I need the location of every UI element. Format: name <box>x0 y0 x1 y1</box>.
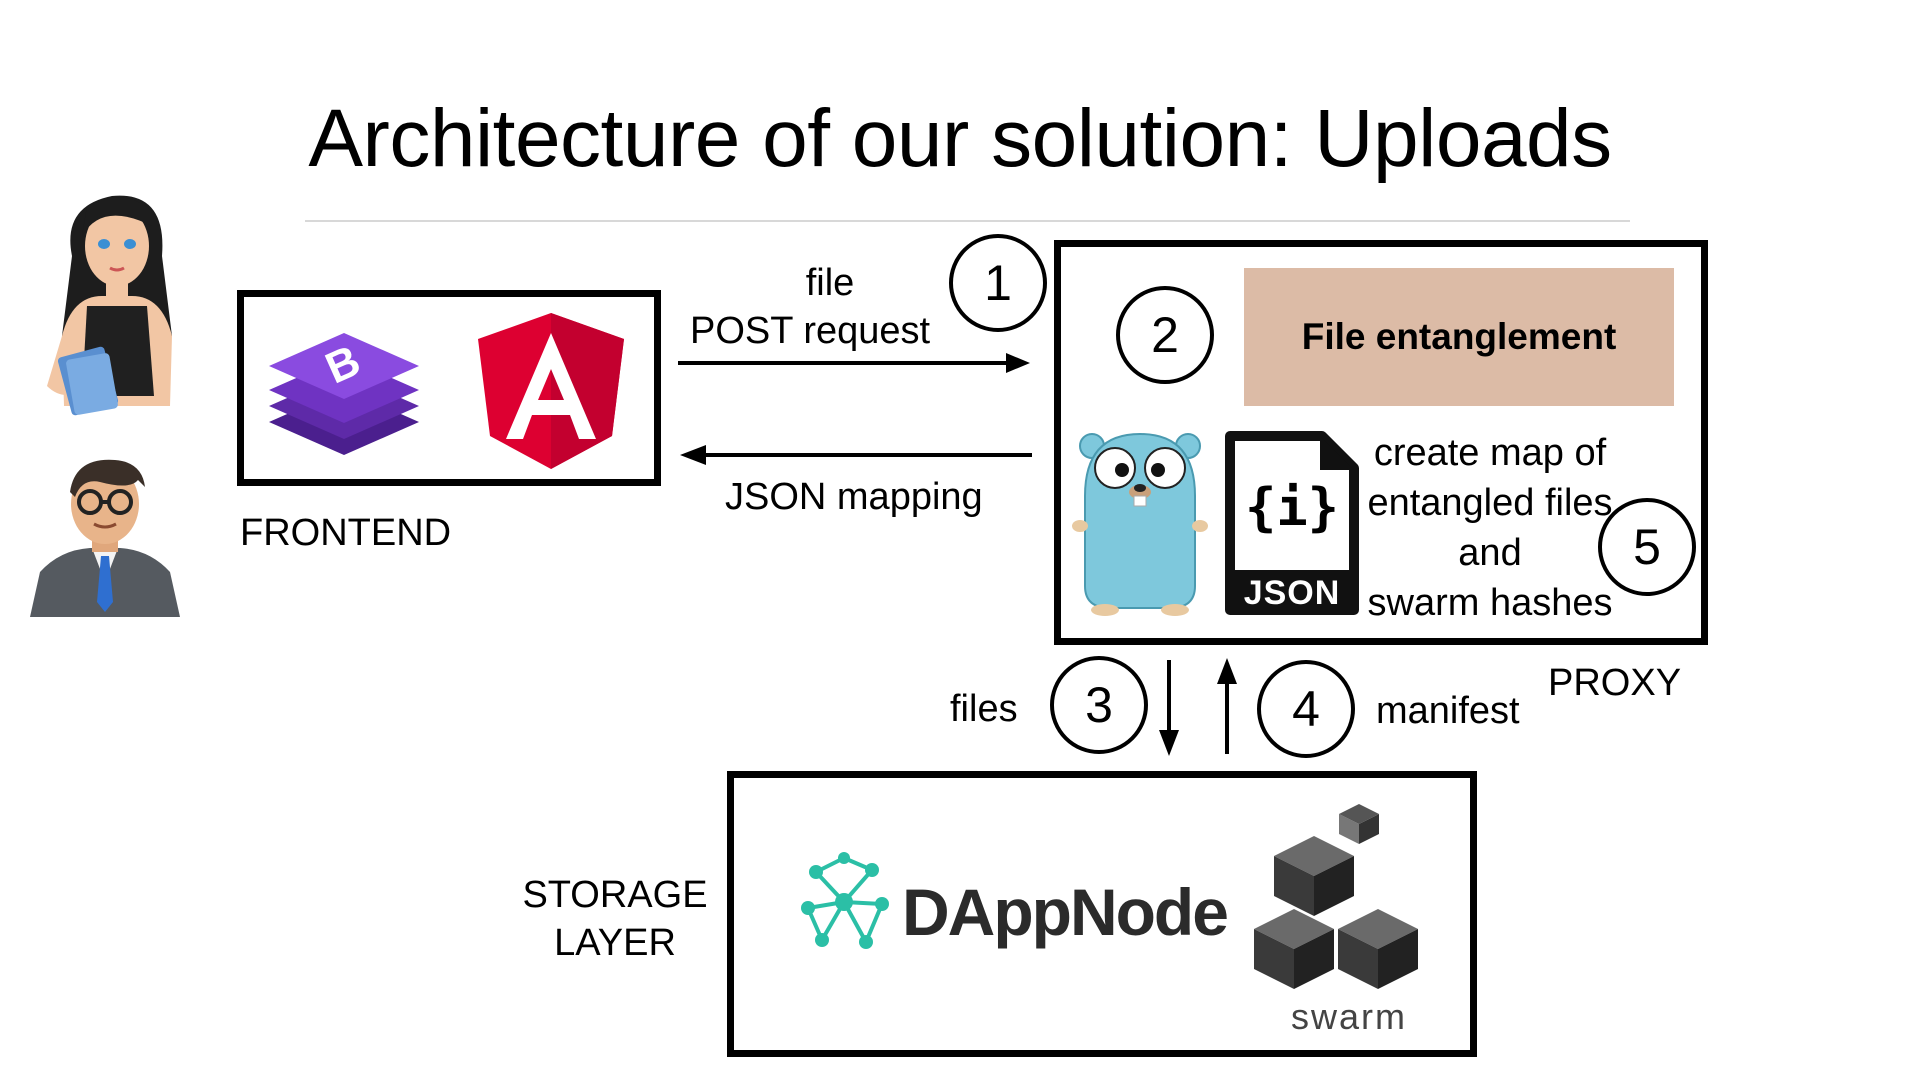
post-request-arrow <box>678 353 1030 373</box>
step-1-badge: 1 <box>949 234 1047 332</box>
manifest-up-arrow <box>1217 658 1237 754</box>
storage-label-line2: LAYER <box>554 922 676 964</box>
files-down-arrow <box>1159 660 1179 756</box>
storage-label-line1: STORAGE <box>522 874 708 916</box>
json-icon-text: JSON <box>1243 574 1341 612</box>
request-label-line1: file <box>805 262 855 304</box>
swarm-logo-text: swarm <box>1291 996 1407 1037</box>
proxy-note-line2: entangled files <box>1367 482 1613 524</box>
step-2-badge: 2 <box>1116 286 1214 384</box>
bootstrap-logo-icon: B <box>269 333 419 455</box>
proxy-note-line3: and <box>1458 532 1522 574</box>
woman-avatar-icon <box>47 195 172 416</box>
proxy-label: PROXY <box>1548 662 1682 704</box>
slide-title: Architecture of our solution: Uploads <box>308 93 1612 184</box>
json-icon-braces: {i} <box>1245 478 1339 538</box>
proxy-note-line1: create map of <box>1373 432 1607 474</box>
step-4-badge: 4 <box>1257 660 1355 758</box>
request-label-line2: POST request <box>690 310 931 352</box>
storage-box: DAppNode swarm <box>727 771 1477 1057</box>
frontend-label: FRONTEND <box>240 512 452 554</box>
file-entanglement-block: File entanglement <box>1244 268 1674 406</box>
step-3-badge: 3 <box>1050 656 1148 754</box>
angular-logo-icon <box>478 313 624 469</box>
swarm-logo-icon <box>1254 804 1418 989</box>
title-divider <box>305 220 1630 222</box>
json-file-icon <box>1225 431 1359 615</box>
proxy-note-line4: swarm hashes <box>1367 582 1613 624</box>
response-label: JSON mapping <box>725 476 983 518</box>
manifest-label: manifest <box>1376 690 1520 732</box>
files-label: files <box>950 688 1018 730</box>
step-5-badge: 5 <box>1598 498 1696 596</box>
man-avatar-icon <box>30 459 180 617</box>
frontend-box: B <box>237 290 661 486</box>
dappnode-logo-text: DAppNode <box>902 875 1229 949</box>
json-mapping-arrow <box>680 445 1032 465</box>
dappnode-logo-icon <box>801 852 889 949</box>
go-gopher-icon <box>1072 432 1208 616</box>
